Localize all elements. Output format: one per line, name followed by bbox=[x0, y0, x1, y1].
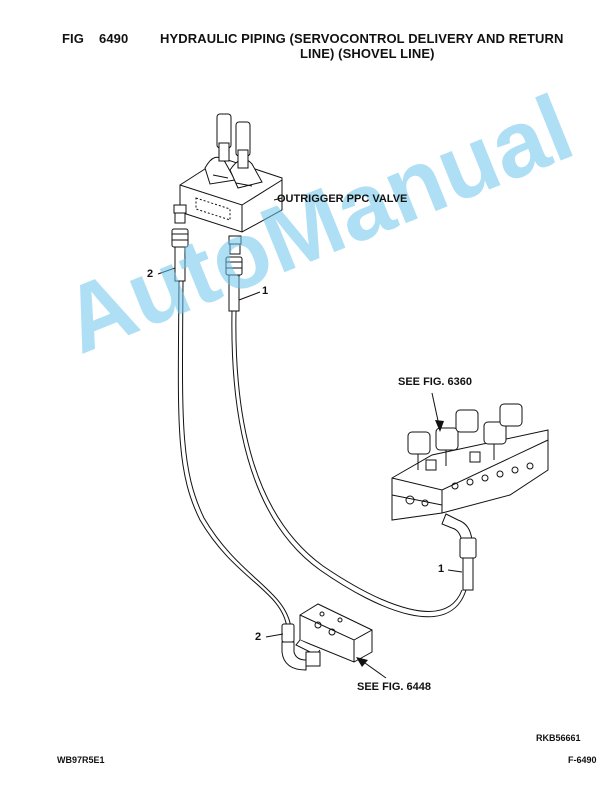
hose-line-2-outer bbox=[181, 280, 292, 629]
arrowhead-see-6360 bbox=[435, 420, 444, 432]
hose-line-1 bbox=[231, 310, 467, 618]
part-number-1-upper: 1 bbox=[262, 285, 269, 297]
outrigger-ppc-valve-label: OUTRIGGER PPC VALVE bbox=[277, 193, 408, 205]
fitting-right bbox=[228, 235, 242, 255]
hose-end-1-upper bbox=[225, 256, 243, 312]
see-fig-6360-label: SEE FIG. 6360 bbox=[398, 376, 472, 388]
lower-valve-block bbox=[295, 603, 373, 663]
fitting-left bbox=[173, 204, 187, 224]
page-title-line2: LINE) (SHOVEL LINE) bbox=[300, 46, 435, 61]
hose-end-2-lower bbox=[281, 623, 321, 671]
leader-1-lower bbox=[447, 569, 463, 573]
ppc-valve bbox=[179, 113, 283, 233]
fig-number: 6490 bbox=[99, 31, 129, 46]
leader-2-upper bbox=[157, 267, 176, 275]
part-number-2-lower: 2 bbox=[255, 631, 262, 643]
ref-code: RKB56661 bbox=[536, 733, 581, 743]
page-title-line1: HYDRAULIC PIPING (SERVOCONTROL DELIVERY … bbox=[160, 31, 564, 46]
hose-end-1-lower bbox=[459, 537, 477, 591]
fig-label: FIG bbox=[62, 31, 84, 46]
leader-2-lower bbox=[265, 633, 284, 638]
leader-valve-label bbox=[273, 197, 283, 201]
hose-line-1-outer bbox=[235, 310, 463, 612]
leader-1-upper bbox=[238, 291, 261, 301]
model-code: WB97R5E1 bbox=[57, 755, 105, 765]
hose-line-2 bbox=[177, 280, 288, 629]
part-number-2-upper: 2 bbox=[147, 268, 154, 280]
page-code: F-6490 bbox=[568, 755, 597, 765]
see-fig-6448-label: SEE FIG. 6448 bbox=[357, 681, 431, 693]
main-valve-block bbox=[391, 403, 549, 521]
part-number-1-lower: 1 bbox=[438, 563, 445, 575]
arrowhead-see-6448 bbox=[356, 657, 368, 667]
hose-end-2-upper bbox=[171, 228, 189, 282]
